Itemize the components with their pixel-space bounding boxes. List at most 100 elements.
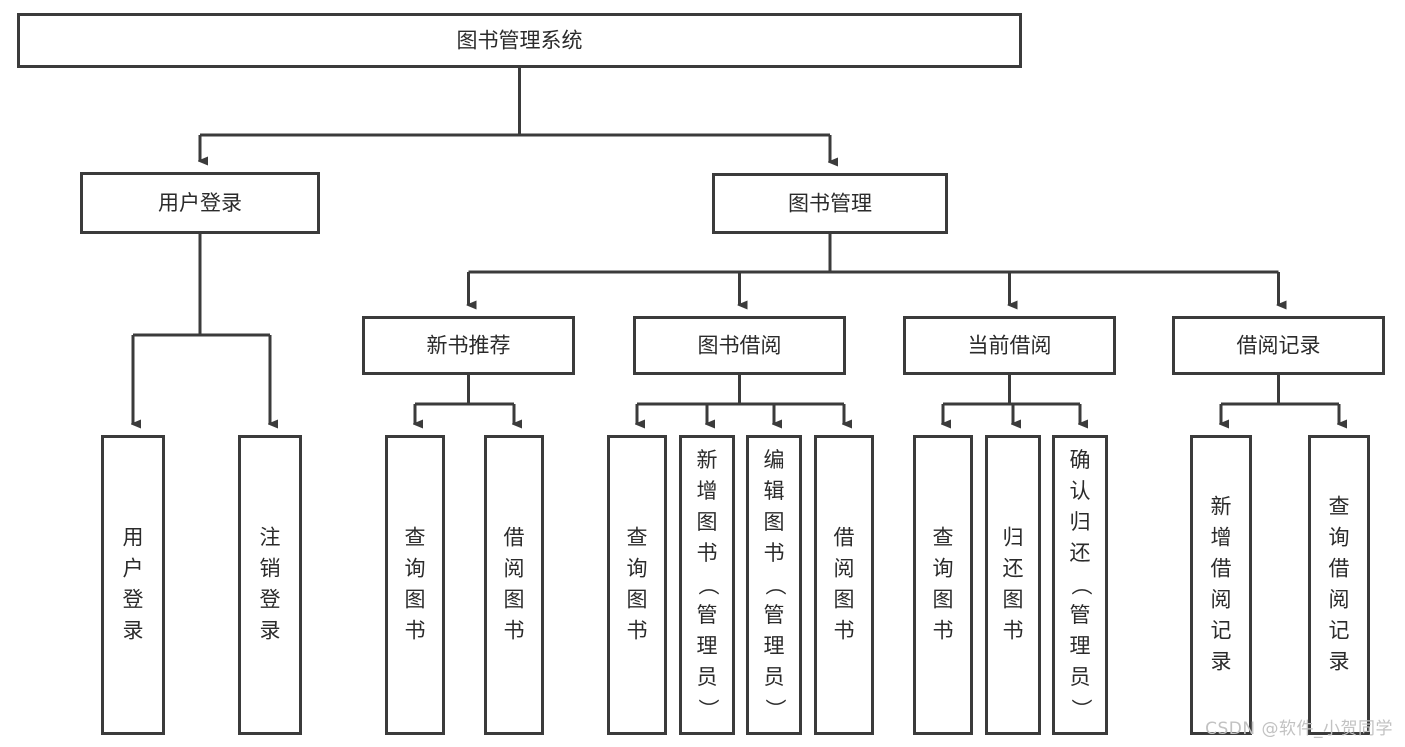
node-user-login[interactable]: 用户登录 xyxy=(80,172,320,234)
node-box[interactable] xyxy=(1052,435,1108,735)
node-box[interactable] xyxy=(238,435,302,735)
node-label-char: 归 xyxy=(1003,526,1024,550)
node-box[interactable] xyxy=(484,435,544,735)
node-current-borrow[interactable]: 当前借阅 xyxy=(903,316,1116,375)
node-layer: 图书管理系统用户登录图书管理新书推荐图书借阅当前借阅借阅记录用户登录注销登录查询… xyxy=(17,13,1385,735)
node-label: 图书管理 xyxy=(788,192,872,216)
node-new-book-rec[interactable]: 新书推荐 xyxy=(362,316,575,375)
node-label-char: 录 xyxy=(123,619,144,643)
node-label-char: 书 xyxy=(627,619,648,643)
node-label-char: 销 xyxy=(260,557,281,581)
node-box[interactable] xyxy=(80,172,320,234)
node-label-char: 阅 xyxy=(834,557,855,581)
node-label-char: （ xyxy=(696,575,720,596)
connector-layer xyxy=(133,68,1339,424)
node-label-char: ） xyxy=(763,699,787,720)
node-label-char: 书 xyxy=(764,541,785,565)
node-borrow-record[interactable]: 借阅记录 xyxy=(1172,316,1385,375)
node-label-char: 书 xyxy=(834,619,855,643)
node-label-char: ） xyxy=(696,699,720,720)
node-box[interactable] xyxy=(913,435,973,735)
node-book-borrow[interactable]: 图书借阅 xyxy=(633,316,846,375)
node-label-char: 询 xyxy=(627,557,648,581)
node-label-char: 图 xyxy=(933,588,954,612)
node-label-char: 借 xyxy=(834,526,855,550)
node-label-char: 管 xyxy=(697,603,718,627)
node-label-char: 编 xyxy=(764,448,785,472)
node-box[interactable] xyxy=(746,435,802,735)
node-label-char: 归 xyxy=(1070,510,1091,534)
node-label-char: 理 xyxy=(764,634,785,658)
node-label-char: 录 xyxy=(1211,650,1232,674)
node-label-char: 借 xyxy=(1211,557,1232,581)
node-label-char: 员 xyxy=(1070,665,1091,689)
node-label-char: 图 xyxy=(504,588,525,612)
node-box[interactable] xyxy=(633,316,846,375)
node-label-char: 辑 xyxy=(764,479,785,503)
node-label-char: 书 xyxy=(933,619,954,643)
node-box[interactable] xyxy=(814,435,874,735)
node-box[interactable] xyxy=(1308,435,1370,735)
node-label-char: 查 xyxy=(933,526,954,550)
node-label-char: 书 xyxy=(697,541,718,565)
node-label-char: 员 xyxy=(697,665,718,689)
node-label-char: 书 xyxy=(504,619,525,643)
node-label-char: 查 xyxy=(1329,495,1350,519)
node-label-char: 图 xyxy=(627,588,648,612)
node-label-char: 注 xyxy=(260,526,281,550)
node-box[interactable] xyxy=(1190,435,1252,735)
node-label-char: 还 xyxy=(1070,541,1091,565)
node-label-char: 询 xyxy=(405,557,426,581)
node-leaf-user-login[interactable]: 用户登录 xyxy=(101,435,165,735)
node-label-char: ） xyxy=(1069,699,1093,720)
node-box[interactable] xyxy=(1172,316,1385,375)
node-box[interactable] xyxy=(385,435,445,735)
node-label: 用户登录 xyxy=(158,191,242,215)
node-box[interactable] xyxy=(101,435,165,735)
node-label-char: 户 xyxy=(123,557,144,581)
node-label-char: 管 xyxy=(1070,603,1091,627)
node-box[interactable] xyxy=(985,435,1041,735)
node-label-char: 增 xyxy=(697,479,718,503)
node-label-char: 还 xyxy=(1003,557,1024,581)
node-label: 新书推荐 xyxy=(427,334,511,358)
node-label-char: 图 xyxy=(405,588,426,612)
node-label-char: 图 xyxy=(834,588,855,612)
node-label-char: 查 xyxy=(405,526,426,550)
node-label-char: 查 xyxy=(627,526,648,550)
node-label-char: 询 xyxy=(1329,526,1350,550)
node-label-char: 阅 xyxy=(1211,588,1232,612)
node-box[interactable] xyxy=(362,316,575,375)
node-label-char: 确 xyxy=(1070,448,1091,472)
node-box[interactable] xyxy=(17,13,1022,68)
node-label-char: 记 xyxy=(1329,619,1350,643)
node-label-char: 用 xyxy=(123,526,144,550)
node-label-char: （ xyxy=(1069,575,1093,596)
node-label-char: 询 xyxy=(933,557,954,581)
node-label-char: 借 xyxy=(504,526,525,550)
node-label: 借阅记录 xyxy=(1237,334,1321,358)
node-label-char: 理 xyxy=(697,634,718,658)
node-label: 图书管理系统 xyxy=(457,29,583,53)
node-book-manage[interactable]: 图书管理 xyxy=(712,173,948,234)
node-root[interactable]: 图书管理系统 xyxy=(17,13,1022,68)
node-box[interactable] xyxy=(607,435,667,735)
node-box[interactable] xyxy=(712,173,948,234)
node-label-char: 登 xyxy=(260,588,281,612)
node-label-char: 录 xyxy=(1329,650,1350,674)
node-box[interactable] xyxy=(903,316,1116,375)
node-box[interactable] xyxy=(679,435,735,735)
